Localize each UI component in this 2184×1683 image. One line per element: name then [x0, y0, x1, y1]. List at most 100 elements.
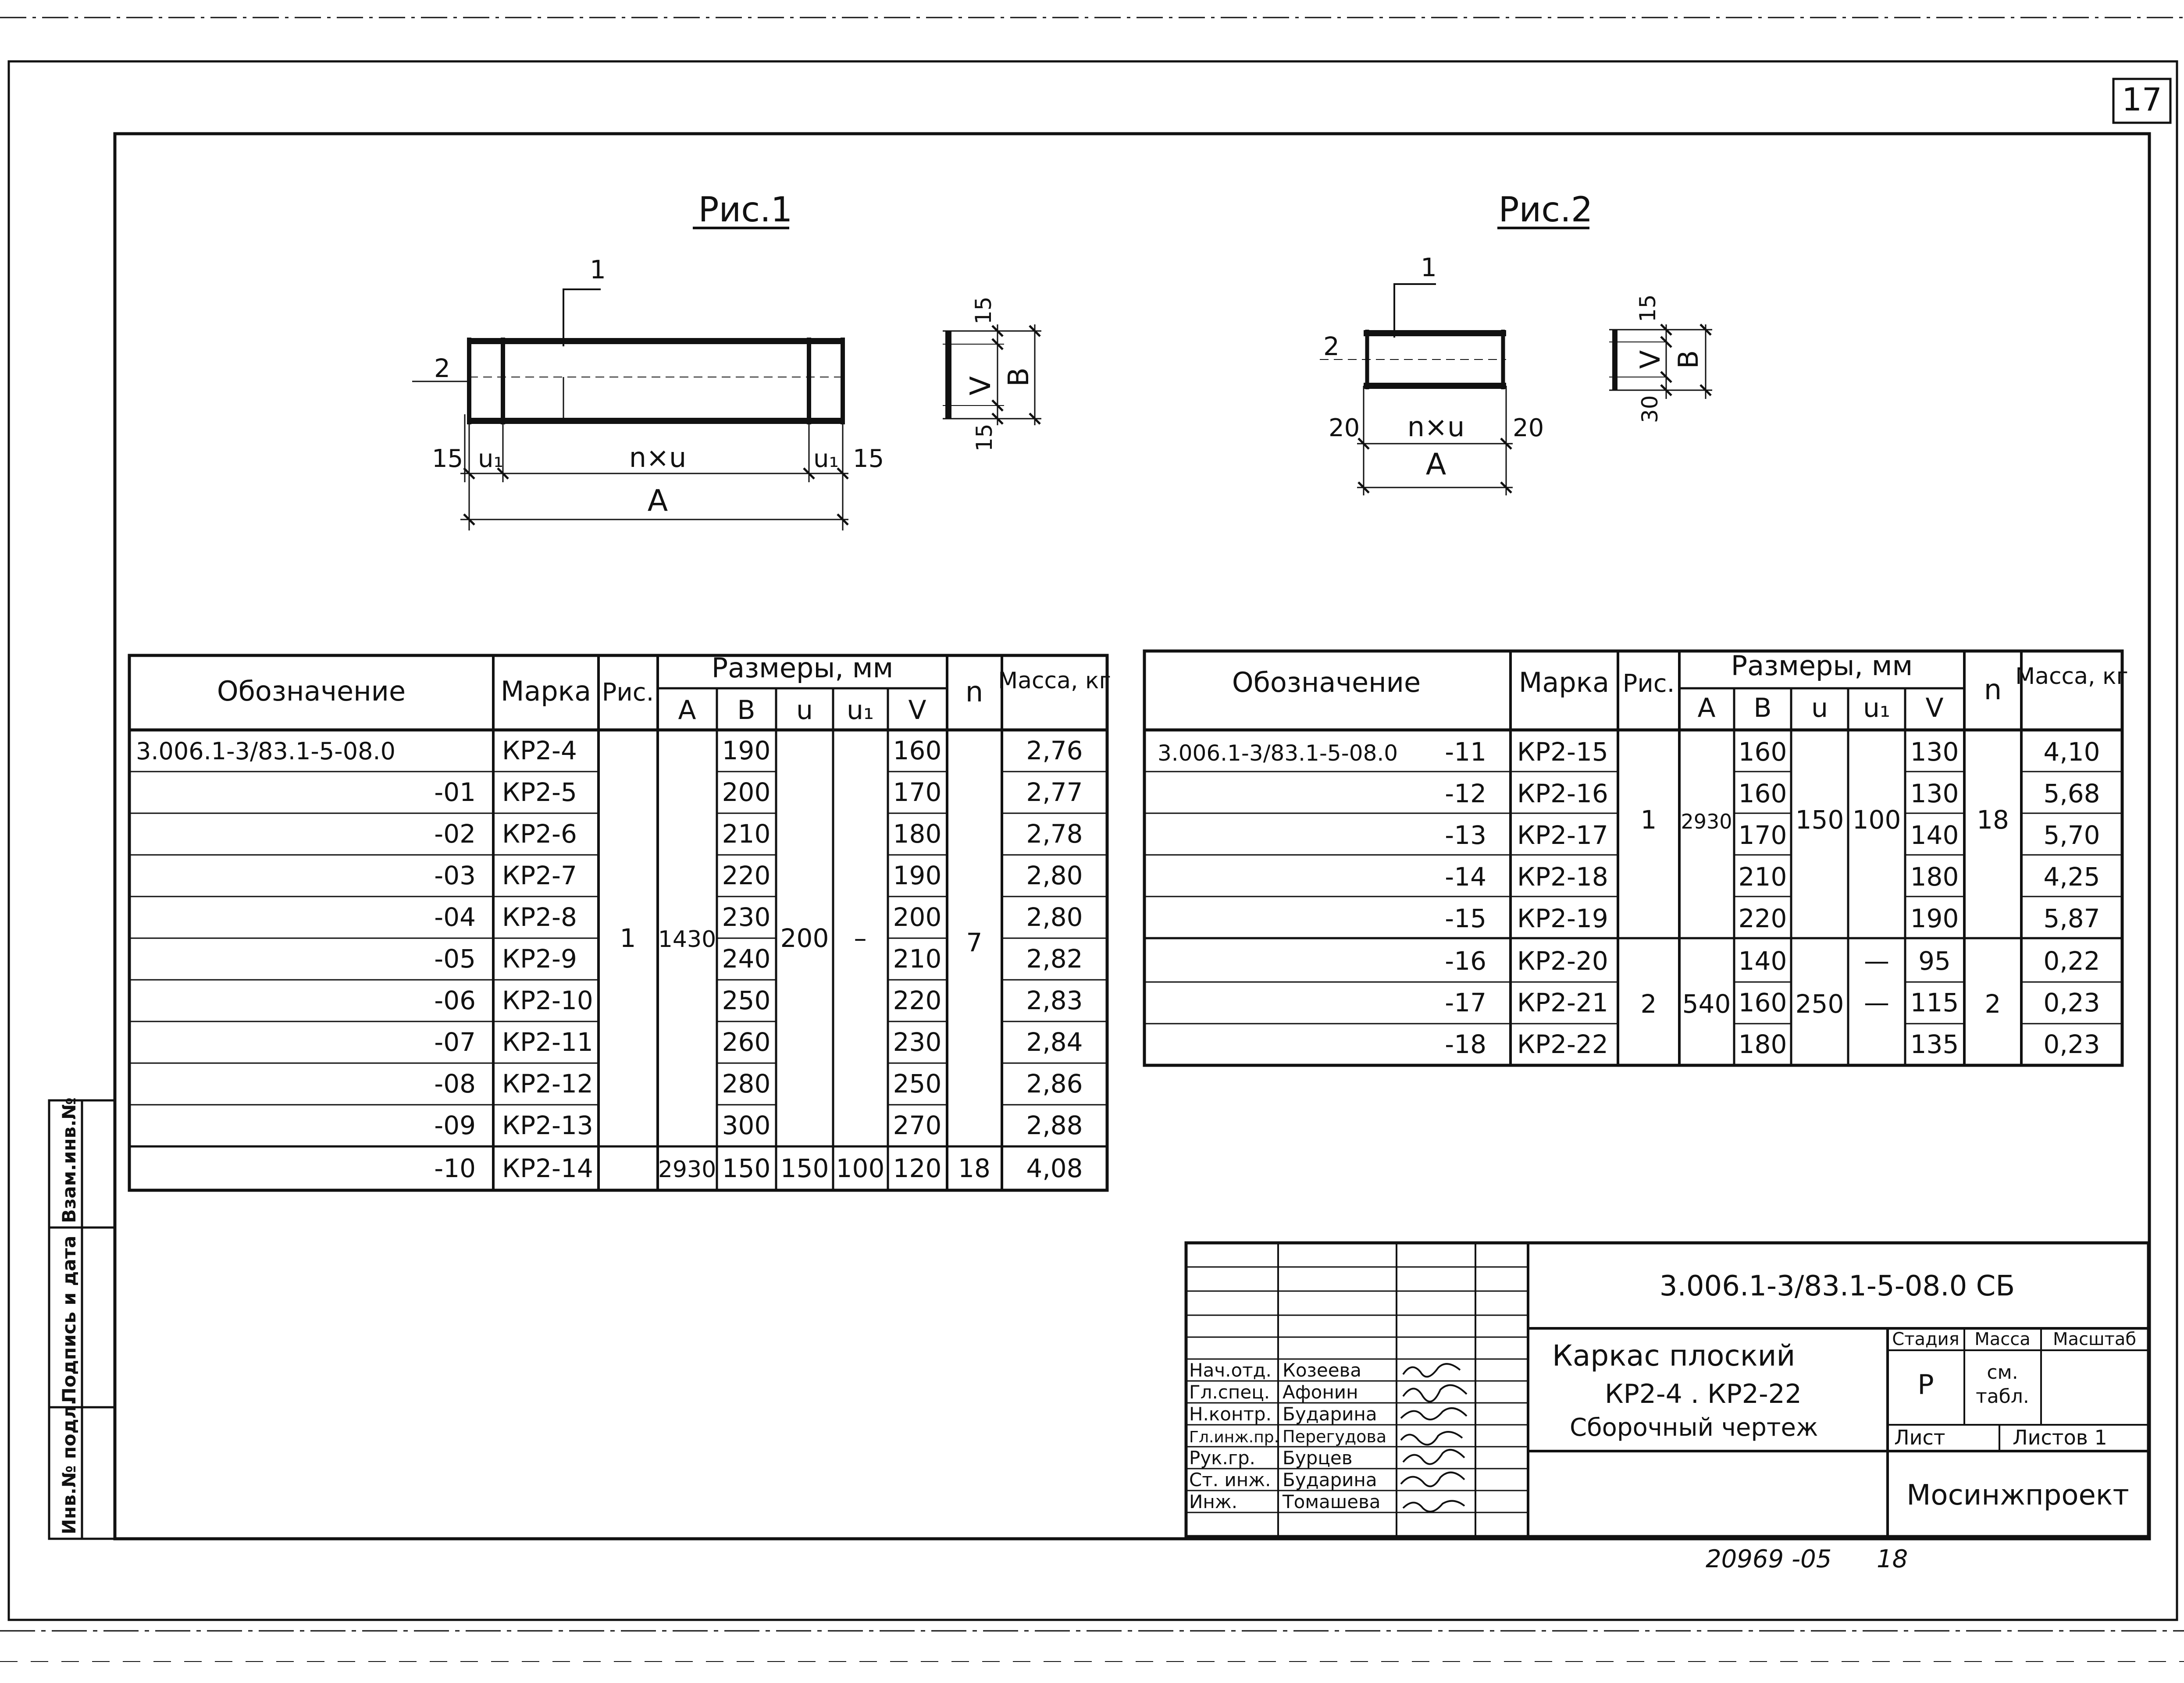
- left-row-6-mark: КР2-10: [502, 986, 593, 1015]
- figure-1-n-x-u: n×u: [629, 441, 687, 473]
- right-merged-bottom-n: 2: [1985, 989, 2001, 1019]
- left-row-1-mass: 2,77: [1026, 777, 1083, 807]
- left-header-dims: Размеры, мм: [712, 652, 894, 684]
- document-title-line-3: Сборочный чертеж: [1570, 1413, 1818, 1442]
- figure-2-right-margin: 20: [1513, 414, 1544, 442]
- left-header-v: V: [908, 695, 926, 726]
- left-row-1-mark: КР2-5: [502, 777, 577, 807]
- right-merged-top-u1: 100: [1853, 805, 1901, 835]
- right-table-header: Обозначение Марка Рис. Размеры, мм A B u…: [1232, 650, 2128, 723]
- right-row-0-mark: КР2-15: [1517, 737, 1608, 767]
- right-row-1-v: 130: [1910, 779, 1959, 808]
- figure-1-left-margin: 15: [432, 445, 463, 473]
- right-row-5-suffix: -16: [1445, 946, 1486, 976]
- document-title-line-2: КР2-4 . КР2-22: [1605, 1379, 1802, 1409]
- figure-2-position-1: 1: [1421, 253, 1437, 282]
- left-merged-n: 7: [966, 928, 983, 957]
- right-header-u1: u₁: [1863, 693, 1890, 723]
- scale-label: Масштаб: [2053, 1329, 2136, 1349]
- figure-1-section-v: V: [965, 376, 997, 395]
- left-row-8-b: 280: [722, 1069, 771, 1099]
- figure-2-section: [1609, 324, 1712, 399]
- right-row-5-b: 140: [1739, 946, 1787, 976]
- left-row-4-v: 200: [893, 902, 942, 932]
- sheet-label: Лист: [1894, 1426, 1945, 1449]
- stage-value: Р: [1917, 1369, 1934, 1401]
- left-row-6-v: 220: [893, 986, 942, 1015]
- left-row-5-b: 240: [722, 944, 771, 974]
- left-row-9-designation: -09: [434, 1110, 476, 1140]
- side-stamp-inv-orig: Инв.№ подл.: [58, 1398, 80, 1534]
- staff-4-role: Рук.гр.: [1189, 1447, 1255, 1469]
- figure-1-u1-left: u₁: [478, 445, 503, 473]
- right-row-3-suffix: -14: [1445, 862, 1486, 892]
- right-header-dims: Размеры, мм: [1731, 650, 1913, 682]
- left-row-7-b: 260: [722, 1027, 771, 1057]
- handwritten-signatures: [1400, 1363, 1468, 1512]
- left-row-3-designation: -03: [434, 861, 476, 890]
- figure-2-total-length: A: [1426, 447, 1446, 482]
- left-header-u1: u₁: [847, 695, 874, 726]
- right-row-2-suffix: -13: [1445, 820, 1486, 850]
- left-row-10-a: 2930: [658, 1156, 716, 1183]
- document-title-line-1: Каркас плоский: [1552, 1339, 1795, 1373]
- figure-1-position-1: 1: [590, 255, 606, 285]
- figure-1-section-top: 15: [971, 296, 996, 324]
- title-block-grid: [1184, 1241, 2150, 1538]
- left-row-5-designation: -05: [434, 944, 476, 974]
- sheets-count-label: Листов 1: [2013, 1426, 2107, 1449]
- right-header-mark: Марка: [1519, 666, 1609, 698]
- left-table-grid: [128, 654, 1109, 1192]
- left-row-4-mass: 2,80: [1026, 902, 1083, 932]
- left-row-8-mark: КР2-12: [502, 1069, 593, 1099]
- left-row-10-n: 18: [958, 1153, 990, 1183]
- left-row-1-v: 170: [893, 777, 942, 807]
- title-block-text: 3.006.1-3/83.1-5-08.0 СБ Каркас плоский …: [1552, 1270, 2136, 1512]
- left-row-8-v: 250: [893, 1069, 942, 1099]
- staff-6-role: Инж.: [1189, 1491, 1237, 1512]
- left-row-10-u1: 100: [836, 1153, 885, 1183]
- stage-label: Стадия: [1892, 1329, 1959, 1349]
- left-row-2-mark: КР2-6: [502, 819, 577, 849]
- left-row-4-mark: КР2-8: [502, 902, 577, 932]
- figure-2-title: Рис.2: [1498, 190, 1593, 230]
- left-header-u: u: [796, 695, 813, 726]
- left-row-2-mass: 2,78: [1026, 819, 1083, 849]
- right-row-5-u1: —: [1864, 946, 1889, 976]
- figure-1-frame-drawing: [412, 288, 849, 530]
- left-row-6-designation: -06: [434, 986, 476, 1015]
- right-row-7-mass: 0,23: [2043, 1029, 2100, 1059]
- left-row-0-designation: 3.006.1-3/83.1-5-08.0: [136, 737, 395, 765]
- right-header-n: n: [1984, 674, 2002, 706]
- right-row-6-v: 115: [1910, 988, 1959, 1018]
- figure-1-title: Рис.1: [698, 190, 792, 230]
- left-row-8-designation: -08: [434, 1069, 476, 1099]
- left-row-3-mark: КР2-7: [502, 861, 577, 890]
- figure-1-right-margin: 15: [853, 445, 884, 473]
- right-header-u: u: [1811, 693, 1828, 723]
- right-row-1-mass: 5,68: [2043, 779, 2100, 808]
- staff-4-name: Бурцев: [1283, 1447, 1353, 1469]
- left-row-10-designation: -10: [434, 1153, 476, 1183]
- staff-2-role: Н.контр.: [1189, 1403, 1272, 1425]
- left-row-4-designation: -04: [434, 902, 476, 932]
- left-row-9-mass: 2,88: [1026, 1110, 1083, 1140]
- figure-1-total-length: A: [648, 484, 668, 518]
- mass-value-line-2: табл.: [1976, 1385, 2029, 1408]
- left-header-b: B: [737, 695, 755, 726]
- staff-3-name: Перегудова: [1283, 1427, 1386, 1446]
- mass-label: Масса: [1974, 1329, 2031, 1349]
- figure-2-frame-drawing: [1320, 283, 1513, 495]
- left-row-10-b: 150: [722, 1153, 771, 1183]
- right-row-7-suffix: -18: [1445, 1029, 1486, 1059]
- right-row-0-designation: 3.006.1-3/83.1-5-08.0: [1158, 740, 1398, 766]
- side-stamp: [48, 1099, 116, 1540]
- left-row-5-mass: 2,82: [1026, 944, 1083, 974]
- right-row-7-mark: КР2-22: [1517, 1029, 1608, 1059]
- right-row-3-mass: 4,25: [2043, 862, 2100, 892]
- figure-2-n-x-u: n×u: [1407, 411, 1465, 443]
- right-header-b: B: [1753, 693, 1771, 723]
- left-row-9-b: 300: [722, 1110, 771, 1140]
- right-row-4-mass: 5,87: [2043, 904, 2100, 933]
- staff-5-name: Бударина: [1283, 1469, 1377, 1491]
